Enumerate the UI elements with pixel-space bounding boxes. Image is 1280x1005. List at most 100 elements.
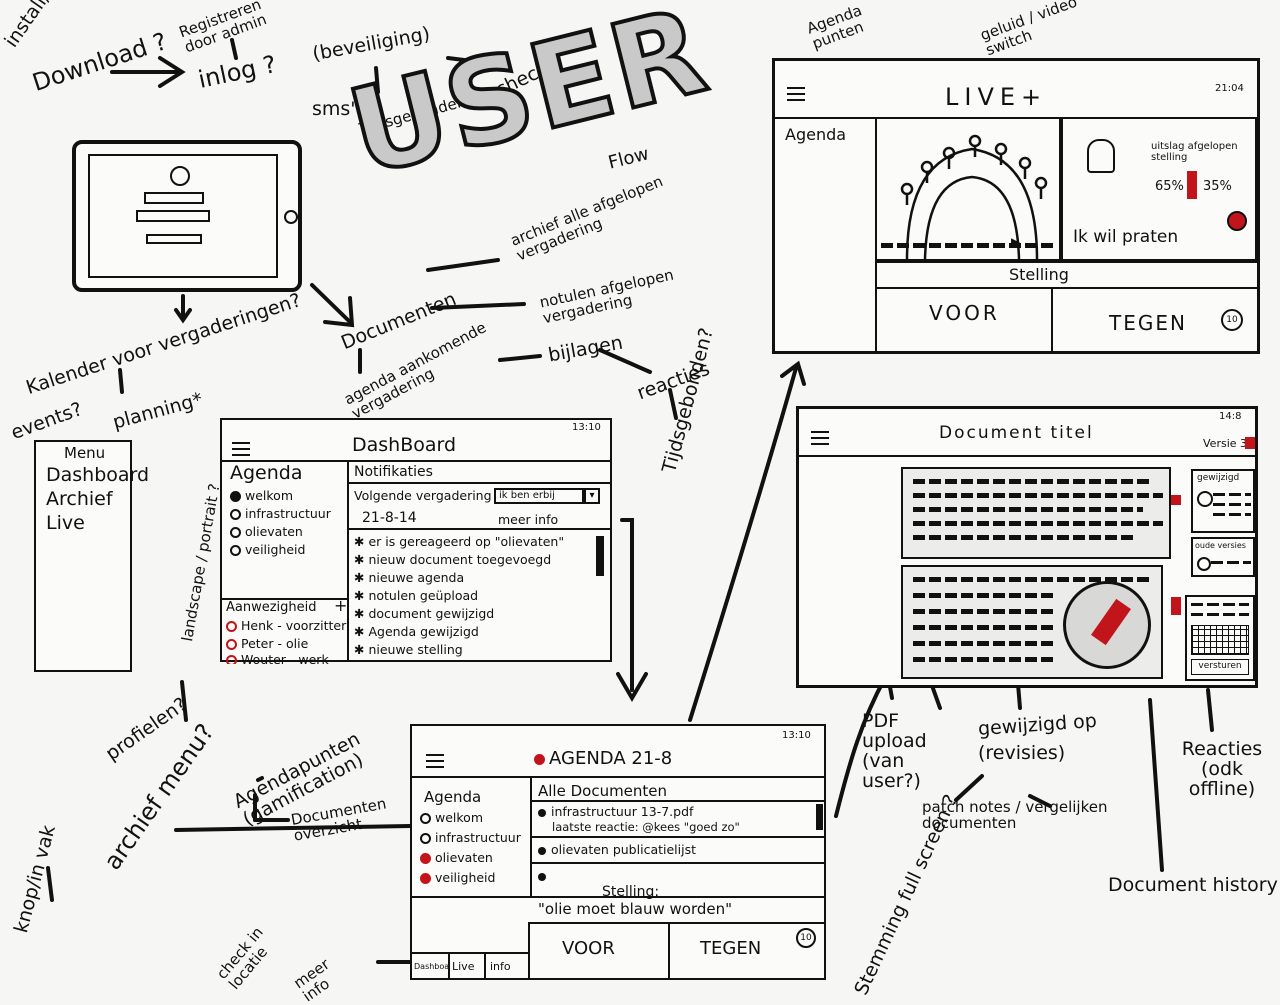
note-revisies: (revisies): [978, 742, 1066, 764]
add-attendee-icon[interactable]: +: [334, 596, 348, 615]
check-icon: [420, 833, 431, 844]
agenda-item-infrastructuur[interactable]: infrastructuur: [230, 506, 331, 521]
username-field[interactable]: [144, 192, 204, 204]
menu-item-dashboard[interactable]: Dashboard: [46, 464, 150, 486]
agenda-item-veiligheid[interactable]: veiligheid: [420, 870, 495, 885]
notification-item[interactable]: ✱ nieuwe agenda: [354, 570, 465, 585]
vote-against-button[interactable]: TEGEN: [700, 938, 762, 959]
attendee-wouter: Wouter - werk: [226, 652, 329, 664]
menu-item-live[interactable]: Live: [46, 512, 85, 534]
vote-against-button[interactable]: TEGEN: [1109, 311, 1187, 335]
hamburger-icon[interactable]: [787, 87, 805, 101]
note-reacties-odk: Reacties (odk offline): [1181, 738, 1263, 800]
status-dot-icon: [226, 621, 237, 632]
stelling-text: "olie moet blauw worden": [538, 900, 733, 918]
status-time: 21:04: [1215, 83, 1244, 94]
agenda-screen: 13:10 AGENDA 21-8 Agenda welkom infrastr…: [410, 724, 826, 980]
agenda-item-veiligheid[interactable]: veiligheid: [230, 542, 305, 557]
status-time: 13:10: [782, 730, 811, 741]
agenda-link[interactable]: Agenda: [785, 125, 847, 144]
tab-live[interactable]: Live: [452, 960, 475, 973]
document-item[interactable]: olievaten publicatielijst: [538, 842, 696, 857]
vote-for-button[interactable]: VOOR: [929, 301, 1000, 325]
login-button[interactable]: [146, 234, 202, 244]
result-bar: [1187, 171, 1197, 199]
document-item[interactable]: infrastructuur 13-7.pdf: [538, 804, 693, 819]
check-icon: [420, 813, 431, 824]
agenda-item-olievaten[interactable]: olievaten: [420, 850, 493, 865]
notification-item[interactable]: ✱ nieuw document toegevoegd: [354, 552, 552, 567]
notifications-title: Notifikaties: [354, 464, 433, 480]
rsvp-select[interactable]: ik ben erbij: [494, 488, 584, 504]
record-button-icon[interactable]: [1227, 211, 1247, 231]
hamburger-icon[interactable]: [232, 442, 250, 456]
agenda-title: Agenda: [230, 462, 303, 484]
agenda-item-welkom[interactable]: welkom: [230, 488, 293, 503]
live-dot-icon: [534, 753, 545, 765]
versturen-button[interactable]: versturen: [1191, 659, 1249, 675]
notification-item[interactable]: ✱ notulen geüpload: [354, 588, 479, 603]
agenda-item-welkom[interactable]: welkom: [420, 810, 483, 825]
menu-title: Menu: [64, 444, 106, 462]
checked-radio-icon: [230, 491, 241, 502]
scrollbar[interactable]: [816, 804, 823, 830]
video-feed[interactable]: [875, 117, 1061, 261]
bullet-icon: [538, 872, 546, 881]
note-document-history: Document history: [1108, 876, 1278, 896]
hamburger-icon[interactable]: [811, 431, 829, 445]
keyboard-icon[interactable]: [1191, 625, 1249, 655]
notification-item[interactable]: ✱ nieuwe stelling: [354, 642, 463, 657]
user-circle-icon: [170, 166, 190, 186]
avatar-icon: [1197, 557, 1211, 571]
current-item-icon: [420, 853, 431, 864]
all-documents-title: Alle Documenten: [538, 782, 668, 800]
play-icon[interactable]: ▶: [1011, 235, 1021, 249]
hamburger-icon[interactable]: [426, 754, 444, 768]
meer-info-link[interactable]: meer info: [498, 512, 559, 527]
document-title: Document titel: [939, 423, 1094, 443]
document-page[interactable]: [901, 565, 1163, 679]
document-page[interactable]: [901, 467, 1171, 559]
speaker-avatar-icon: [1087, 139, 1115, 173]
live-title: LIVE+: [945, 83, 1048, 111]
note-patch-notes: patch notes / vergelijken documenten: [922, 798, 1108, 832]
notification-item[interactable]: ✱ er is gereageerd op "olievaten": [354, 534, 565, 549]
dashboard-title: DashBoard: [352, 434, 457, 456]
login-tablet: [72, 140, 302, 292]
login-screen: [88, 154, 278, 278]
tab-dashboard[interactable]: Dashboard: [414, 962, 448, 971]
notification-item[interactable]: ✱ Agenda gewijzigd: [354, 624, 479, 639]
live-screen: 21:04 LIVE+ Agenda ▶ uitslag afgelopen s…: [772, 58, 1260, 354]
version-select[interactable]: Versie 3: [1203, 437, 1248, 450]
video-controls[interactable]: [881, 243, 1053, 248]
home-button-icon[interactable]: [284, 210, 298, 224]
menu-item-archief[interactable]: Archief: [46, 488, 113, 510]
upcoming-item-icon: [420, 873, 431, 884]
agenda-title: Agenda: [424, 788, 482, 806]
comment-flag-icon[interactable]: [1171, 605, 1181, 615]
password-field[interactable]: [136, 210, 210, 222]
version-flag-icon: [1245, 437, 1255, 449]
ik-wil-praten-button[interactable]: Ik wil praten: [1073, 227, 1179, 247]
document-item[interactable]: [538, 868, 551, 883]
meeting-date: 21-8-14: [362, 510, 417, 526]
uitslag-label: uitslag afgelopen stelling: [1151, 141, 1238, 163]
attendance-title: Aanwezigheid: [226, 600, 317, 615]
attendee-peter: Peter - olie: [226, 636, 308, 651]
gewijzigd-label: gewijzigd: [1197, 473, 1240, 483]
status-time: 14:8: [1219, 411, 1242, 422]
chevron-down-icon[interactable]: ▾: [584, 488, 600, 504]
agenda-item-olievaten[interactable]: olievaten: [230, 524, 303, 539]
scrollbar[interactable]: [596, 536, 604, 576]
speaker-panel: [1061, 117, 1257, 261]
notification-item[interactable]: ✱ document gewijzigd: [354, 606, 495, 621]
next-meeting-label: Volgende vergadering: [354, 488, 492, 503]
dashboard-screen: 13:10 DashBoard Agenda welkom infrastruc…: [220, 418, 612, 664]
agenda-item-infrastructuur[interactable]: infrastructuur: [420, 830, 521, 845]
tab-info[interactable]: info: [490, 960, 511, 973]
comment-flag-icon[interactable]: [1171, 597, 1181, 607]
comment-flag-icon[interactable]: [1171, 495, 1181, 505]
document-last-reply: laatste reactie: @kees "goed zo": [552, 820, 740, 834]
bullet-icon: [538, 808, 546, 817]
vote-for-button[interactable]: VOOR: [562, 938, 615, 959]
